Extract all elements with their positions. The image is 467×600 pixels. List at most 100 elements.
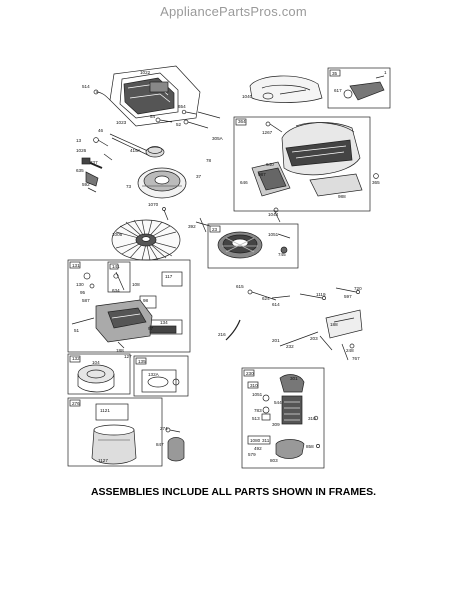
part-label: 274: [160, 426, 168, 431]
ignition-bracket: [195, 207, 281, 233]
part-label: 203: [310, 336, 318, 341]
part-label: 46: [98, 128, 104, 133]
part-label: 117: [165, 274, 173, 279]
part-label: 579: [248, 452, 256, 457]
part-label: 1127: [98, 458, 108, 463]
part-label: 1040: [242, 94, 253, 99]
part-label: 1022: [140, 70, 151, 75]
part-label: 1051: [268, 232, 279, 237]
part-label: 492: [254, 446, 262, 451]
part-label: 78: [206, 158, 212, 163]
part-label: 1026: [76, 148, 87, 153]
flywheel: [137, 167, 187, 199]
frame-135-gasket-kit: [133, 355, 189, 397]
part-label: 1070: [148, 202, 159, 207]
part-label: 301: [290, 376, 298, 381]
part-label: 858: [306, 444, 314, 449]
part-label: 987: [258, 172, 266, 177]
part-label: 364: [238, 119, 246, 124]
stator-frame-23: [207, 223, 299, 269]
fuel-filter-parts: [165, 427, 185, 462]
part-label: 1080: [250, 438, 261, 443]
site-header: AppliancePartsPros.com: [160, 4, 307, 19]
part-label: 1051: [252, 392, 263, 397]
part-label: 13: [76, 138, 82, 143]
part-label: 134: [160, 320, 168, 325]
throttle-cable-bracket: [225, 309, 363, 361]
part-label: 51: [74, 328, 80, 333]
part-label: 309: [272, 422, 280, 427]
frame-230-starter-motor: [241, 367, 325, 469]
part-label: 37: [196, 174, 202, 179]
part-label: 232: [286, 344, 294, 349]
small-fasteners-top: [155, 109, 221, 129]
part-label: 1121: [100, 408, 110, 413]
part-label: 640: [266, 162, 274, 167]
part-label: 513: [252, 416, 260, 421]
part-label: 310: [308, 416, 316, 421]
assemblies-note: ASSEMBLIES INCLUDE ALL PARTS SHOWN IN FR…: [90, 486, 377, 498]
frame-364-blower: [233, 116, 379, 212]
part-label: 98: [143, 298, 149, 303]
part-label: 230: [246, 371, 254, 376]
part-label: 1005: [112, 232, 123, 237]
part-label: 514: [82, 84, 90, 89]
part-label: 615: [236, 284, 244, 289]
part-label: 132A: [148, 372, 160, 377]
part-label: 97: [148, 326, 154, 331]
frame-131-carburetor: [67, 259, 191, 353]
frame-132-float-bowl: [67, 353, 131, 395]
part-label: 847: [156, 442, 164, 447]
part-label: 216: [218, 332, 226, 337]
part-label: 135: [138, 359, 146, 364]
part-label: 141: [112, 264, 120, 269]
part-label: 130: [76, 282, 84, 287]
cooling-fan: [111, 207, 181, 261]
frame-276-fuel-tank: [67, 397, 163, 467]
part-label: 54: [150, 114, 156, 119]
part-label: 52: [176, 122, 182, 127]
part-label: 783: [254, 408, 262, 413]
part-label: 415A: [130, 148, 142, 153]
part-label: 132: [72, 356, 80, 361]
part-label: 108: [132, 282, 140, 287]
part-label: 311: [262, 438, 270, 443]
oil-fill-cap: [145, 146, 165, 158]
part-label: 646: [240, 180, 248, 185]
part-label: 73: [126, 184, 132, 189]
part-label: 104: [92, 360, 100, 365]
part-label: 745: [278, 252, 286, 257]
part-label: 127: [124, 354, 132, 359]
part-label: 624: [262, 296, 270, 301]
part-label: 988: [338, 194, 346, 199]
governor-linkage: [247, 287, 360, 301]
part-label: 188: [116, 348, 124, 353]
part-label: 392: [188, 224, 196, 229]
part-label: 1044: [268, 212, 279, 217]
part-label: 803: [270, 458, 278, 463]
part-label: 23: [212, 227, 218, 232]
part-label: 544: [274, 400, 282, 405]
dipstick-tube: [93, 133, 151, 161]
air-cleaner-cover: [249, 75, 323, 103]
part-label: 720: [354, 286, 362, 291]
part-label: 654: [178, 104, 186, 109]
part-label: 365: [372, 180, 380, 185]
part-label: 635: [76, 168, 84, 173]
spark-plug: [81, 157, 103, 193]
part-label: 35: [332, 71, 338, 76]
part-label: 614: [272, 302, 280, 307]
part-label: 310: [250, 383, 258, 388]
part-label: 201: [272, 338, 280, 343]
part-label: 276: [72, 401, 80, 406]
part-label: 597: [344, 294, 352, 299]
part-label: 188: [330, 322, 338, 327]
part-label: 95: [80, 290, 86, 295]
breather-tube: [93, 89, 111, 101]
part-label: 1267: [262, 130, 273, 135]
part-label: 587: [82, 298, 90, 303]
part-label: 617: [334, 88, 342, 93]
part-label: 767: [352, 356, 360, 361]
part-label: 634: [112, 288, 120, 293]
